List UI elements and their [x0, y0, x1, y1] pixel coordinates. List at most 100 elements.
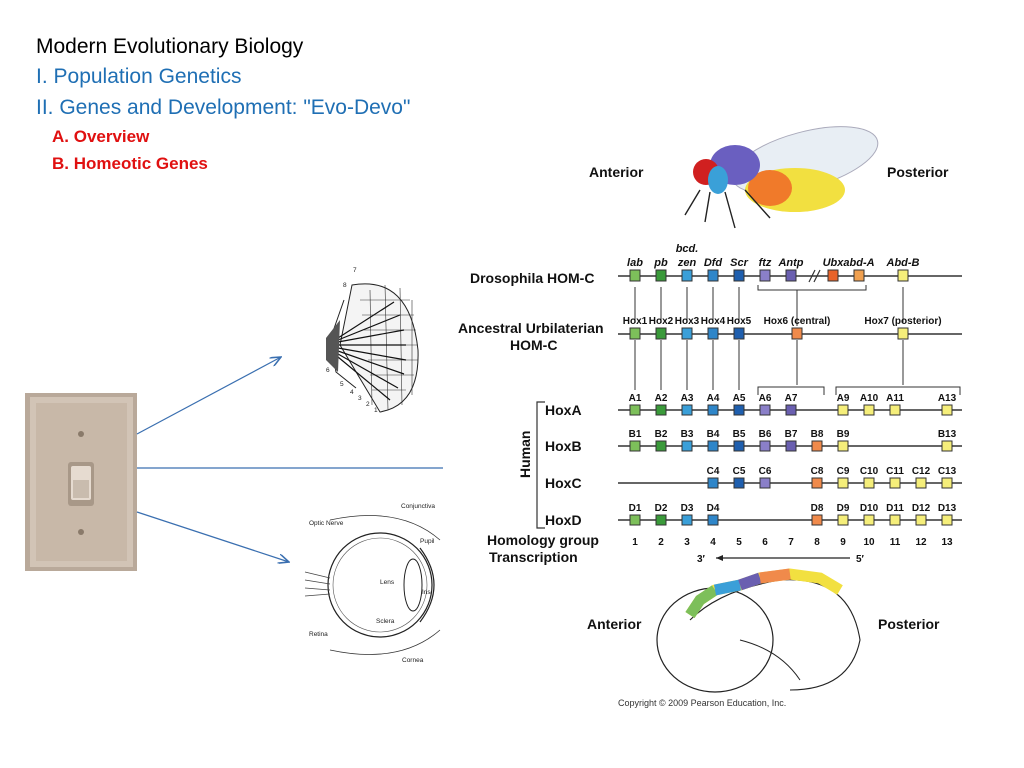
compound-eye-number: 8 — [343, 282, 347, 289]
fly-posterior-label: Posterior — [887, 164, 949, 180]
human-gene-label: D10 — [860, 503, 879, 514]
homology-group-number: 6 — [762, 537, 768, 548]
human-gene-label: A6 — [759, 393, 772, 404]
compound-eye-number: 6 — [326, 367, 330, 374]
ancestral-gene-label: Hox4 — [701, 316, 726, 327]
section-genes-development: II. Genes and Development: "Evo-Devo" — [36, 96, 411, 119]
fly-gene-box — [707, 269, 719, 282]
slide-title: Modern Evolutionary Biology — [36, 35, 304, 58]
fly-gene-box — [897, 269, 909, 282]
ancestral-gene-label: Hox7 (posterior) — [864, 316, 941, 327]
human-gene-label: B7 — [785, 429, 798, 440]
embryo-image — [656, 568, 861, 693]
human-gene-label: B4 — [707, 429, 720, 440]
human-gene-box — [759, 440, 771, 452]
human-gene-label: C13 — [938, 466, 957, 477]
ancestral-gene-box — [707, 327, 719, 340]
eye-label-pupil: Pupil — [420, 538, 435, 545]
fly-gene-label: abd-A — [843, 257, 874, 269]
homology-group-number: 10 — [863, 537, 875, 548]
compound-eye-number: 3 — [358, 395, 362, 402]
fly-gene-label: ftz — [759, 257, 772, 269]
eye-label-sclera: Sclera — [376, 618, 395, 625]
ancestral-gene-box — [681, 327, 693, 340]
human-gene-box — [733, 440, 745, 452]
compound-eye-drawing: 7 8 6 5 4 3 2 1 — [326, 267, 419, 414]
human-gene-label: D3 — [681, 503, 694, 514]
cluster-label: HoxD — [545, 512, 582, 528]
human-gene-label: C9 — [837, 466, 850, 477]
cluster-label: HoxA — [545, 402, 582, 418]
human-gene-box — [759, 477, 771, 489]
ancestral-gene-box — [629, 327, 641, 340]
human-gene-box — [707, 477, 719, 489]
section-population-genetics: I. Population Genetics — [36, 65, 242, 88]
ancestral-gene-label: Hox3 — [675, 316, 700, 327]
homology-group-number: 5 — [736, 537, 742, 548]
subsection-homeotic-genes: B. Homeotic Genes — [52, 154, 208, 173]
fly-gene-label: lab — [627, 257, 643, 269]
ancestral-gene-label: Hox1 — [623, 316, 648, 327]
human-gene-label: D12 — [912, 503, 931, 514]
human-gene-label: D13 — [938, 503, 957, 514]
human-gene-label: A11 — [886, 393, 904, 404]
fly-gene-label: Abd-B — [886, 257, 920, 269]
human-gene-label: C4 — [707, 466, 720, 477]
ancestral-gene-label: Hox6 (central) — [764, 316, 831, 327]
human-gene-box — [707, 514, 719, 526]
human-gene-box — [681, 514, 693, 526]
eye-label-cornea: Cornea — [402, 657, 424, 664]
human-gene-box — [655, 440, 667, 452]
fly-anterior-label: Anterior — [589, 164, 644, 180]
human-gene-label: C10 — [860, 466, 879, 477]
human-gene-box — [785, 404, 797, 416]
human-gene-box — [707, 404, 719, 416]
human-gene-box — [837, 477, 849, 489]
fly-gene-label: Dfd — [704, 257, 723, 269]
human-gene-box — [733, 404, 745, 416]
ancestral-gene-label: Hox2 — [649, 316, 674, 327]
arrow-to-compound-eye — [136, 357, 281, 435]
human-gene-label: C5 — [733, 466, 746, 477]
compound-eye-number: 1 — [374, 407, 378, 414]
human-gene-box — [837, 404, 849, 416]
human-gene-box — [863, 404, 875, 416]
fly-gene-box — [785, 269, 797, 282]
homology-group-number: 8 — [814, 537, 820, 548]
human-gene-box — [811, 514, 823, 526]
human-gene-label: C12 — [912, 466, 931, 477]
human-gene-label: A9 — [837, 393, 850, 404]
human-gene-label: A7 — [785, 393, 798, 404]
human-gene-label: B3 — [681, 429, 694, 440]
human-gene-label: D1 — [629, 503, 642, 514]
human-gene-box — [629, 404, 641, 416]
homology-group-number: 13 — [941, 537, 953, 548]
eye-label-conjunctiva: Conjunctiva — [401, 503, 435, 510]
copyright-text: Copyright © 2009 Pearson Education, Inc. — [618, 698, 786, 708]
human-gene-label: A3 — [681, 393, 694, 404]
embryo-posterior-label: Posterior — [878, 616, 940, 632]
human-gene-box — [915, 477, 927, 489]
human-gene-box — [681, 404, 693, 416]
homology-group-number: 11 — [890, 537, 901, 548]
human-gene-label: B5 — [733, 429, 746, 440]
ancestral-label-line2: HOM-C — [510, 337, 557, 353]
central-bracket — [757, 285, 867, 291]
human-gene-box — [889, 404, 901, 416]
cluster-label: HoxB — [545, 438, 582, 454]
fly-gene-box — [827, 269, 839, 282]
light-switch-image — [25, 393, 137, 571]
human-gene-label: A2 — [655, 393, 668, 404]
ancestral-gene-box — [655, 327, 667, 340]
drosophila-hom-c-label: Drosophila HOM-C — [470, 270, 594, 286]
eye-label-optic-nerve: Optic Nerve — [309, 520, 344, 527]
human-gene-box — [655, 514, 667, 526]
three-prime-label: 3′ — [697, 554, 706, 565]
fly-gene-box — [853, 269, 865, 282]
human-gene-box — [629, 440, 641, 452]
human-gene-label: D4 — [707, 503, 720, 514]
human-gene-label: B6 — [759, 429, 772, 440]
ancestral-gene-box — [897, 327, 909, 340]
central-bracket-human — [757, 386, 825, 395]
